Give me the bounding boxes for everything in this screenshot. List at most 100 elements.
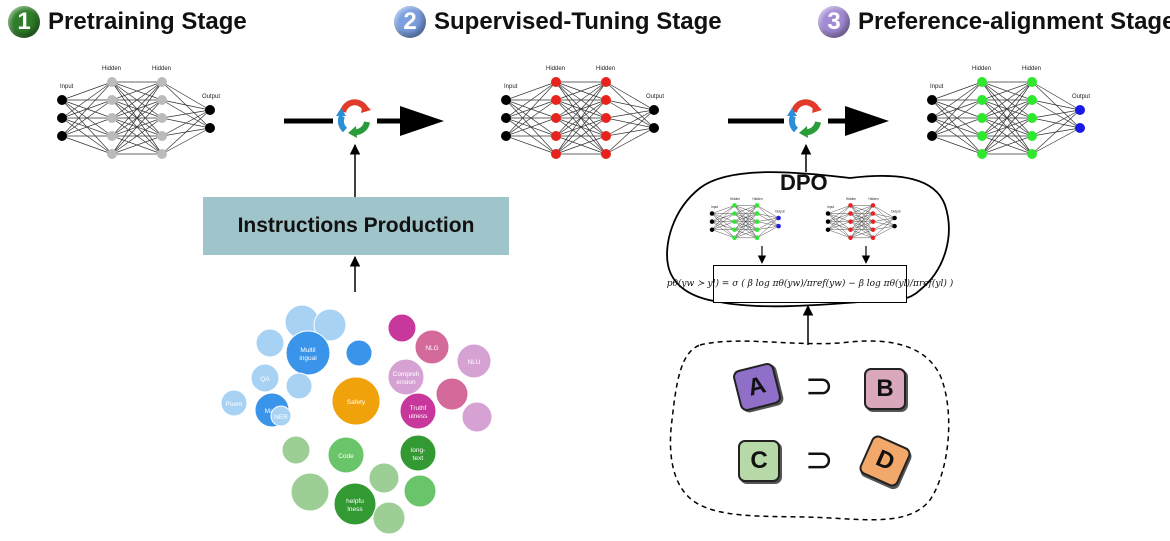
network-node bbox=[825, 211, 831, 216]
network-edge bbox=[161, 109, 211, 119]
network-edge bbox=[711, 213, 735, 230]
network-node bbox=[870, 235, 876, 241]
network-edge bbox=[1031, 109, 1081, 137]
network-edge bbox=[505, 81, 557, 119]
topic-bubble: NER bbox=[270, 405, 292, 427]
network-edge bbox=[872, 217, 895, 222]
network-edge bbox=[505, 135, 557, 155]
network-edge bbox=[1031, 109, 1081, 155]
topic-bubble-label: ension bbox=[396, 379, 416, 386]
network-edge bbox=[756, 225, 779, 238]
network-edge bbox=[605, 81, 655, 111]
topic-bubble: Safety bbox=[331, 376, 381, 426]
network-node bbox=[892, 215, 897, 221]
network-node bbox=[977, 149, 987, 159]
network-edge bbox=[931, 135, 983, 155]
network-edge bbox=[61, 81, 113, 101]
network-edge bbox=[872, 225, 895, 238]
topic-bubble bbox=[313, 308, 347, 342]
network-edge bbox=[850, 205, 874, 222]
network-edge bbox=[111, 135, 163, 155]
network-edge bbox=[981, 81, 1033, 119]
network-edge bbox=[850, 205, 874, 230]
network-edge bbox=[711, 229, 735, 238]
network-edge bbox=[111, 81, 163, 155]
network-node bbox=[754, 211, 760, 216]
network-edge bbox=[827, 205, 851, 230]
network-node bbox=[870, 227, 876, 232]
topic-bubble bbox=[461, 401, 493, 433]
network-node bbox=[754, 227, 760, 232]
network-edge bbox=[850, 229, 874, 238]
network-edge bbox=[734, 205, 758, 238]
stage-header-pretraining: 1 Pretraining Stage bbox=[8, 6, 247, 38]
network-node bbox=[848, 219, 853, 224]
network-edge bbox=[505, 99, 557, 137]
network-node bbox=[649, 123, 659, 133]
network-edge bbox=[711, 205, 735, 214]
network-node bbox=[870, 203, 876, 208]
network-node bbox=[732, 227, 737, 232]
network-node bbox=[205, 123, 215, 133]
network-node bbox=[732, 211, 737, 216]
network-node bbox=[977, 113, 987, 123]
network-hidden-label: Hidden bbox=[596, 66, 615, 72]
network-edge bbox=[61, 81, 113, 137]
network-node bbox=[157, 113, 167, 123]
topic-bubble bbox=[345, 339, 373, 367]
topic-bubble bbox=[403, 474, 437, 508]
network-edge bbox=[827, 205, 851, 214]
network-edge bbox=[505, 81, 557, 137]
network-edge bbox=[555, 81, 607, 155]
network-node bbox=[205, 105, 215, 115]
network-edge bbox=[605, 127, 655, 155]
network-edge bbox=[850, 205, 874, 238]
network-node bbox=[1027, 113, 1037, 123]
network-input-label: Input bbox=[930, 84, 944, 90]
dpo-title: DPO bbox=[780, 170, 828, 195]
preferred-over-symbol: ⊃ bbox=[805, 366, 834, 406]
topic-bubble-label: Multil bbox=[300, 347, 316, 354]
network-node bbox=[825, 219, 831, 224]
network-node bbox=[927, 131, 937, 141]
network-node bbox=[601, 131, 611, 141]
topic-bubble-label: QA bbox=[260, 376, 270, 383]
network-node bbox=[927, 113, 937, 123]
network-node bbox=[551, 77, 561, 87]
topic-bubble: Poem bbox=[220, 389, 248, 417]
network-node bbox=[848, 235, 853, 241]
network-node bbox=[927, 95, 937, 105]
stage-arrow-2-head bbox=[845, 106, 889, 136]
network-node bbox=[1075, 105, 1085, 115]
network-output-label: Output bbox=[1072, 94, 1090, 100]
network-node bbox=[977, 95, 987, 105]
network-edge bbox=[505, 117, 557, 137]
network-node bbox=[754, 235, 760, 241]
network-edge bbox=[734, 221, 758, 238]
topic-bubble-label: NLG bbox=[425, 345, 438, 352]
stage-arrow-1-head bbox=[400, 106, 444, 136]
network-edge bbox=[931, 81, 983, 101]
stage-number-badge: 1 bbox=[8, 6, 40, 38]
recycle-icon bbox=[784, 96, 828, 140]
dpo-formula: pθ(yw ≻ yl) = σ ( β log πθ(yw)/πref(yw) … bbox=[667, 265, 953, 303]
network-node bbox=[601, 95, 611, 105]
network-node bbox=[1027, 131, 1037, 141]
topic-bubble: QA bbox=[250, 363, 280, 393]
network-edge bbox=[981, 81, 1033, 101]
stage-header-supervised: 2 Supervised-Tuning Stage bbox=[394, 6, 722, 38]
network-node bbox=[709, 211, 715, 216]
stage-title: Preference-alignment Stage bbox=[858, 8, 1170, 35]
network-node bbox=[776, 215, 781, 221]
network-node bbox=[732, 219, 737, 224]
topic-bubble-label: Compreh bbox=[393, 371, 420, 378]
network-edge bbox=[555, 81, 607, 119]
topic-bubble-label: ulness bbox=[409, 413, 429, 420]
network-edge bbox=[827, 221, 851, 230]
